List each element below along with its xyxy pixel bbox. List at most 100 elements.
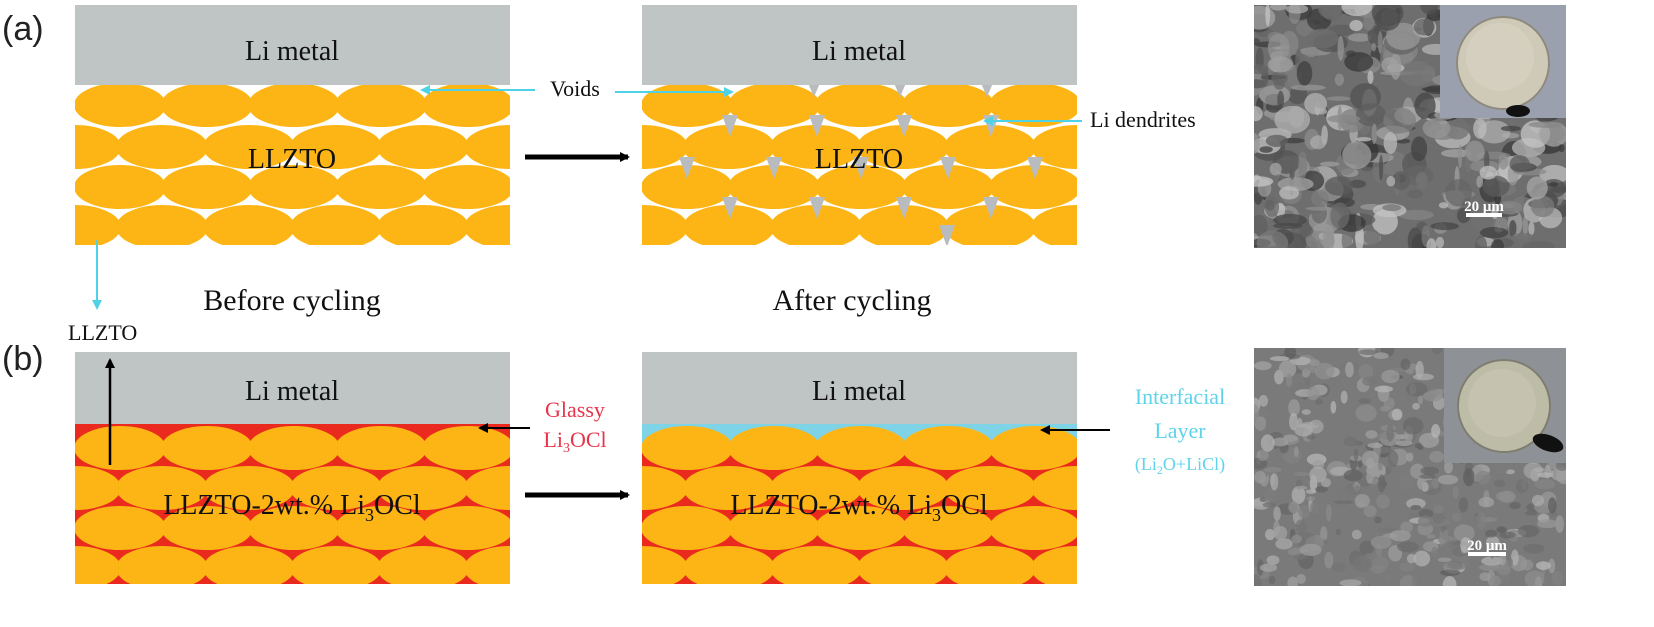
sem-texture-grain bbox=[1414, 92, 1436, 119]
sem-texture-grain bbox=[1402, 417, 1424, 435]
sem-texture-grain bbox=[1367, 70, 1374, 85]
sem-texture-grain bbox=[1262, 502, 1276, 508]
grain bbox=[857, 125, 949, 169]
sem-texture-grain bbox=[1534, 467, 1545, 473]
sem-texture-grain bbox=[1306, 28, 1339, 49]
grain bbox=[377, 125, 469, 169]
sem-texture-grain bbox=[1341, 228, 1353, 248]
sem-texture-grain bbox=[1531, 494, 1545, 507]
sem-texture-grain bbox=[1539, 164, 1566, 184]
sem-texture-grain bbox=[1431, 511, 1445, 524]
grain bbox=[728, 426, 820, 470]
sem-texture-grain bbox=[1361, 450, 1379, 468]
llzto-label: LLZTO bbox=[815, 144, 903, 175]
sem-texture-grain bbox=[1509, 220, 1517, 237]
scale-label: 20 μm bbox=[1467, 538, 1507, 554]
sem-texture-grain bbox=[1499, 531, 1516, 539]
sem-texture-grain bbox=[1505, 469, 1516, 475]
panel-a-label: (a) bbox=[2, 10, 44, 48]
grain bbox=[683, 546, 775, 584]
llzto-pointer-label: LLZTO bbox=[68, 320, 137, 345]
panel-a-after-block: Li metal LLZTO bbox=[642, 5, 1077, 245]
sem-texture-grain bbox=[1391, 408, 1403, 421]
sem-texture-grain bbox=[1288, 399, 1300, 417]
sem-texture-grain bbox=[1386, 175, 1396, 187]
sem-texture-grain bbox=[1254, 214, 1268, 237]
sem-texture-grain bbox=[1365, 430, 1378, 439]
sem-texture-grain bbox=[1381, 369, 1400, 384]
sem-texture-grain bbox=[1345, 361, 1354, 378]
sem-texture-grain bbox=[1406, 452, 1414, 462]
sem-texture-grain bbox=[1306, 434, 1316, 440]
panel-b-label: (b) bbox=[2, 340, 44, 378]
grain bbox=[989, 85, 1077, 127]
sem-texture-grain bbox=[1453, 524, 1475, 543]
sem-texture-grain bbox=[1289, 412, 1298, 431]
dendrite bbox=[1027, 157, 1043, 179]
grain bbox=[683, 205, 775, 245]
grain bbox=[203, 125, 295, 169]
grain bbox=[642, 125, 688, 169]
sem-texture-grain bbox=[1309, 359, 1320, 367]
glassy-label-line2: Li3OCl bbox=[543, 427, 606, 456]
sem-texture-grain bbox=[1385, 22, 1421, 50]
grain bbox=[464, 546, 510, 584]
dendrites-label: Li dendrites bbox=[1090, 107, 1196, 132]
sem-texture-grain bbox=[1358, 349, 1379, 356]
sem-texture-grain bbox=[1479, 165, 1498, 180]
grain bbox=[422, 506, 510, 550]
sem-texture-grain bbox=[1431, 478, 1440, 490]
sem-texture-grain bbox=[1498, 490, 1516, 503]
dendrite bbox=[809, 197, 825, 219]
sem-texture-grain bbox=[1254, 233, 1258, 240]
sem-texture-grain bbox=[1296, 61, 1313, 86]
grain bbox=[857, 546, 949, 584]
sem-texture-grain bbox=[1264, 197, 1280, 218]
sem-texture-grain bbox=[1311, 189, 1329, 207]
sem-texture-grain bbox=[1254, 38, 1260, 46]
sem-texture-grain bbox=[1486, 535, 1500, 550]
sem-texture-grain bbox=[1334, 499, 1354, 505]
sem-texture-grain bbox=[1528, 121, 1564, 128]
dendrite bbox=[808, 85, 820, 97]
sem-texture-grain bbox=[1489, 575, 1502, 586]
sem-texture-grain bbox=[1294, 485, 1308, 491]
sem-texture-grain bbox=[1310, 135, 1327, 150]
sem-texture-grain bbox=[1413, 550, 1431, 567]
dendrite bbox=[679, 157, 695, 179]
grain bbox=[728, 506, 820, 550]
sem-texture-grain bbox=[1431, 424, 1441, 438]
grain bbox=[728, 165, 820, 209]
sem-texture-grain bbox=[1398, 209, 1434, 220]
sem-texture-grain bbox=[1551, 570, 1564, 586]
sem-texture-grain bbox=[1385, 574, 1391, 581]
sem-texture-grain bbox=[1371, 42, 1377, 52]
sem-texture-grain bbox=[1479, 564, 1501, 571]
grain bbox=[203, 546, 295, 584]
grain bbox=[203, 205, 295, 245]
grain bbox=[116, 466, 208, 510]
sem-texture-grain bbox=[1457, 144, 1463, 169]
sem-texture-grain bbox=[1377, 527, 1399, 533]
grain bbox=[857, 466, 949, 510]
sem-texture-grain bbox=[1305, 206, 1334, 211]
sem-texture-grain bbox=[1355, 103, 1386, 127]
sem-texture-grain bbox=[1438, 202, 1449, 209]
grain bbox=[377, 546, 469, 584]
sem-texture-grain bbox=[1293, 553, 1307, 560]
sem-texture-grain bbox=[1498, 153, 1509, 170]
grain bbox=[290, 125, 382, 169]
panel-b-after-block: Li metal LLZTO-2wt.% Li3OCl bbox=[642, 352, 1077, 584]
grain bbox=[683, 125, 775, 169]
grain bbox=[75, 205, 121, 245]
sem-texture-grain bbox=[1407, 512, 1420, 517]
sem-texture-grain bbox=[1349, 179, 1367, 189]
sem-texture-grain bbox=[1426, 534, 1436, 539]
sem-texture-grain bbox=[1418, 508, 1434, 519]
sem-texture-grain bbox=[1383, 107, 1416, 134]
sem-texture-grain bbox=[1399, 473, 1415, 491]
sem-texture-grain bbox=[1437, 474, 1459, 485]
llzto-li3ocl-grains bbox=[75, 424, 510, 584]
grain bbox=[770, 205, 862, 245]
sem-texture-grain bbox=[1377, 474, 1386, 493]
